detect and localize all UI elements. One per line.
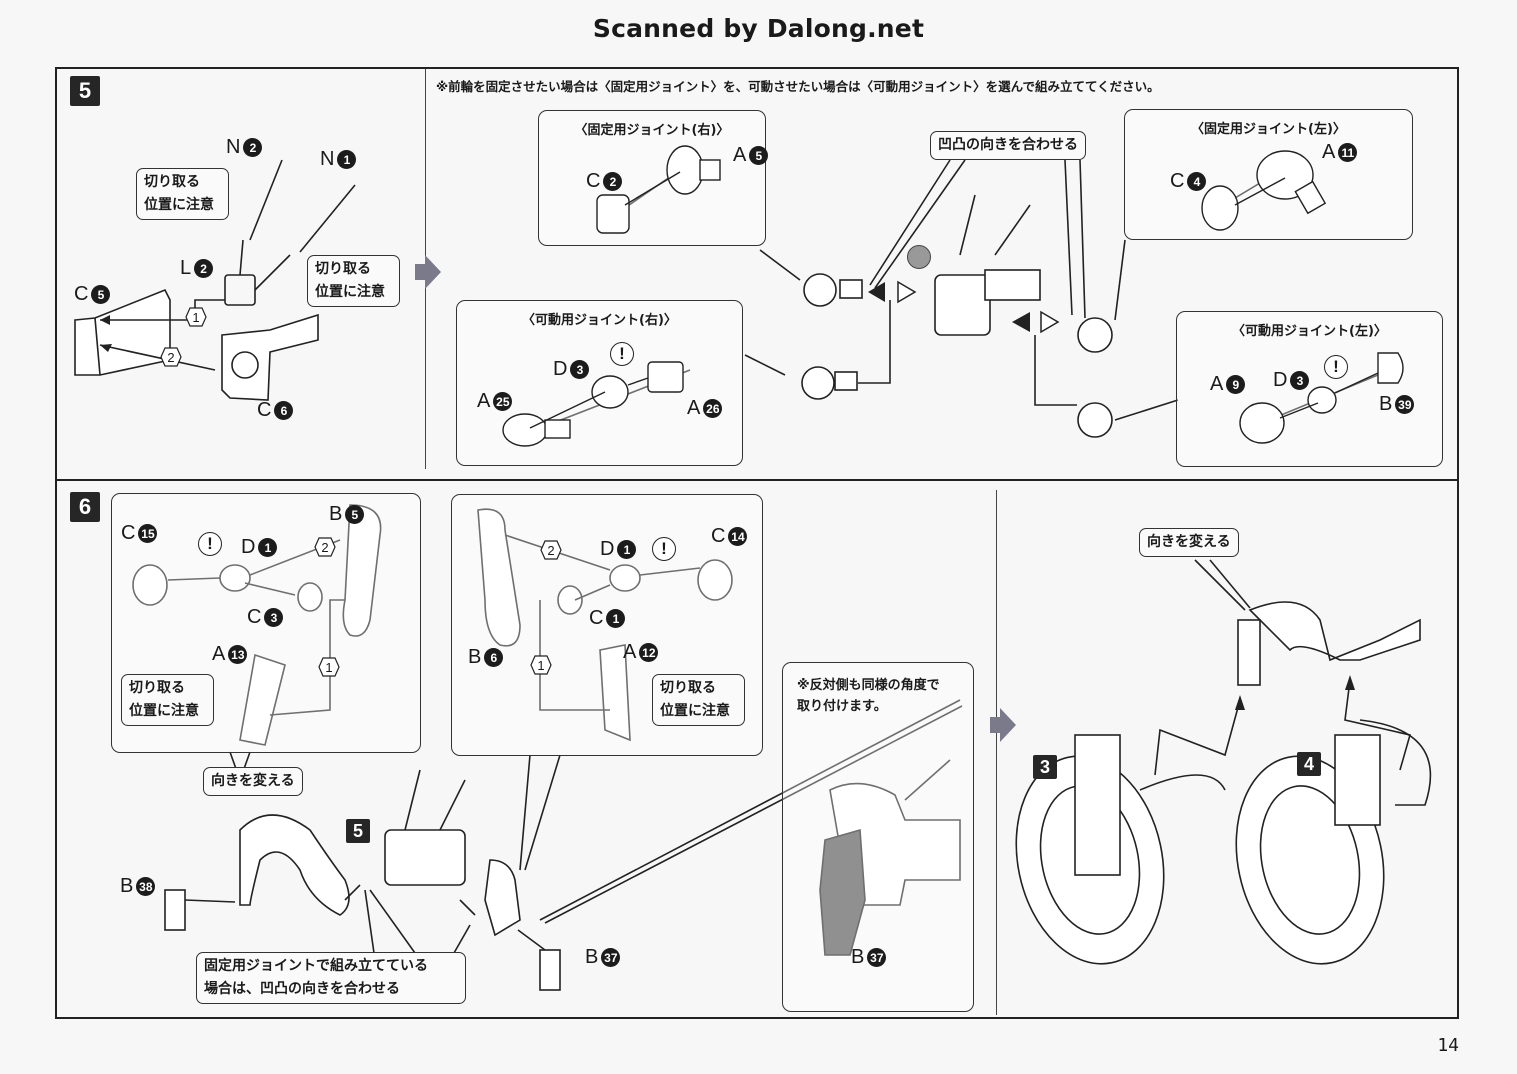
sub-step-4-badge: 4 [1297,752,1321,776]
order-mark-2-step6-right: 2 [540,540,562,560]
step6-column-divider [996,490,997,1015]
movable-joint-left-title: 〈可動用ジョイント(左)〉 [1232,324,1387,339]
order-mark-2-step6-left: 2 [314,537,336,557]
align-notch-callout: 凹凸の向きを合わせる [930,131,1086,160]
cut-position-callout-step6-left: 切り取る 位置に注意 [121,674,214,726]
sub-step-3-badge: 3 [1033,755,1057,779]
caution-icon-left: ! [1324,355,1348,379]
fixed-joint-right-art [596,145,721,234]
order-mark-1-step6-left: 1 [318,657,340,677]
order-mark-1-step6-right: 1 [530,655,552,675]
fixed-joint-right-title: 〈固定用ジョイント(右)〉 [574,123,730,138]
scan-credit: Scanned by Dalong.net [592,14,925,43]
next-step-arrow-icon-2 [990,708,1016,742]
step5-instruction-note: ※前輪を固定させたい場合は〈固定用ジョイント〉を、可動させたい場合は〈可動用ジョ… [436,79,1160,94]
instruction-frame [55,67,1459,1019]
page-number: 14 [1437,1035,1459,1056]
caution-icon: ! [610,342,634,366]
order-mark-2: 2 [160,347,182,367]
opposite-side-note: ※反対側も同様の角度で 取り付けます。 [797,678,940,714]
step-6-badge: 6 [70,492,100,522]
cut-position-callout-1: 切り取る 位置に注意 [136,168,229,220]
order-mark-1: 1 [185,307,207,327]
fixed-joint-left-art [1201,150,1327,231]
movable-joint-left-art [1239,352,1404,444]
step-5-badge: 5 [70,76,100,106]
fixed-joint-left-title: 〈固定用ジョイント(左)〉 [1191,122,1346,137]
movable-joint-right-art [502,361,684,447]
caution-icon-step6-left: ! [198,532,222,556]
caution-icon-step6-right: ! [652,537,676,561]
change-direction-callout-final: 向きを変える [1139,528,1239,557]
movable-joint-right-title: 〈可動用ジョイント(右)〉 [522,313,677,328]
fixed-joint-alignment-callout: 固定用ジョイントで組み立てている 場合は、凹凸の向きを合わせる [196,952,466,1004]
change-direction-callout: 向きを変える [203,767,303,796]
next-step-arrow-icon [415,255,441,289]
fixed-joint-right-box: 〈固定用ジョイント(右)〉 [538,110,766,246]
movable-joint-left-box: 〈可動用ジョイント(左)〉 [1176,311,1443,467]
cut-position-callout-2: 切り取る 位置に注意 [307,255,400,307]
cut-position-callout-step6-right: 切り取る 位置に注意 [652,674,745,726]
sub-step-5-badge: 5 [346,819,370,843]
alignment-detail-icon [907,245,931,269]
step-divider [55,479,1459,481]
